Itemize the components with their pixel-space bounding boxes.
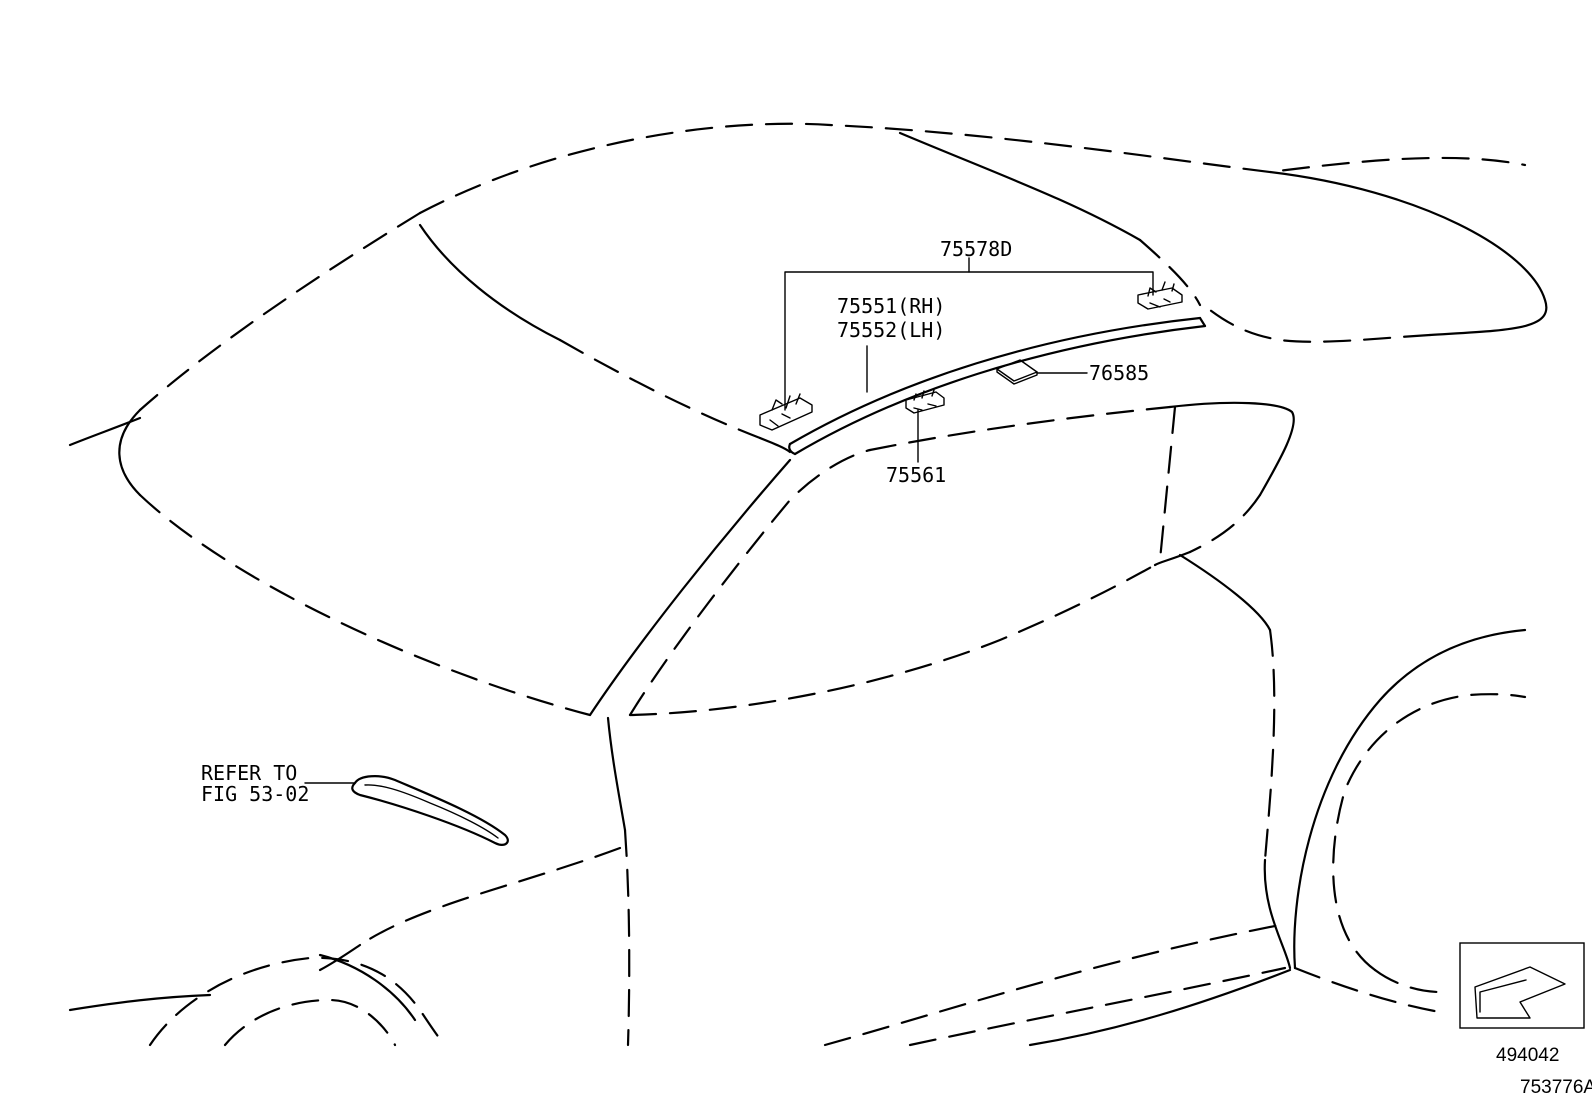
label-75552-lh: 75552(LH)	[837, 318, 945, 342]
label-75551-rh: 75551(RH)	[837, 294, 945, 318]
arrow-icon	[1474, 966, 1566, 1019]
clip-75561[interactable]	[905, 389, 945, 414]
illustration-id-label: 753776A	[1520, 1077, 1592, 1098]
car-body-outline	[68, 122, 1548, 1047]
label-refer-line2: FIG 53-02	[201, 782, 309, 806]
pad-76585[interactable]	[996, 359, 1038, 385]
view-code-label: 494042	[1496, 1045, 1559, 1066]
view-direction-box	[1459, 942, 1585, 1029]
label-75561: 75561	[886, 463, 946, 487]
roof-drip-molding[interactable]	[788, 316, 1207, 456]
side-marker-part[interactable]	[351, 775, 509, 846]
clip-75578d-rear[interactable]	[1137, 281, 1183, 310]
leader-lines	[304, 257, 1154, 784]
label-refer-line1: REFER TO	[201, 761, 297, 785]
label-76585: 76585	[1089, 361, 1149, 385]
label-75578d: 75578D	[940, 237, 1012, 261]
clip-75578d-front[interactable]	[759, 393, 813, 431]
